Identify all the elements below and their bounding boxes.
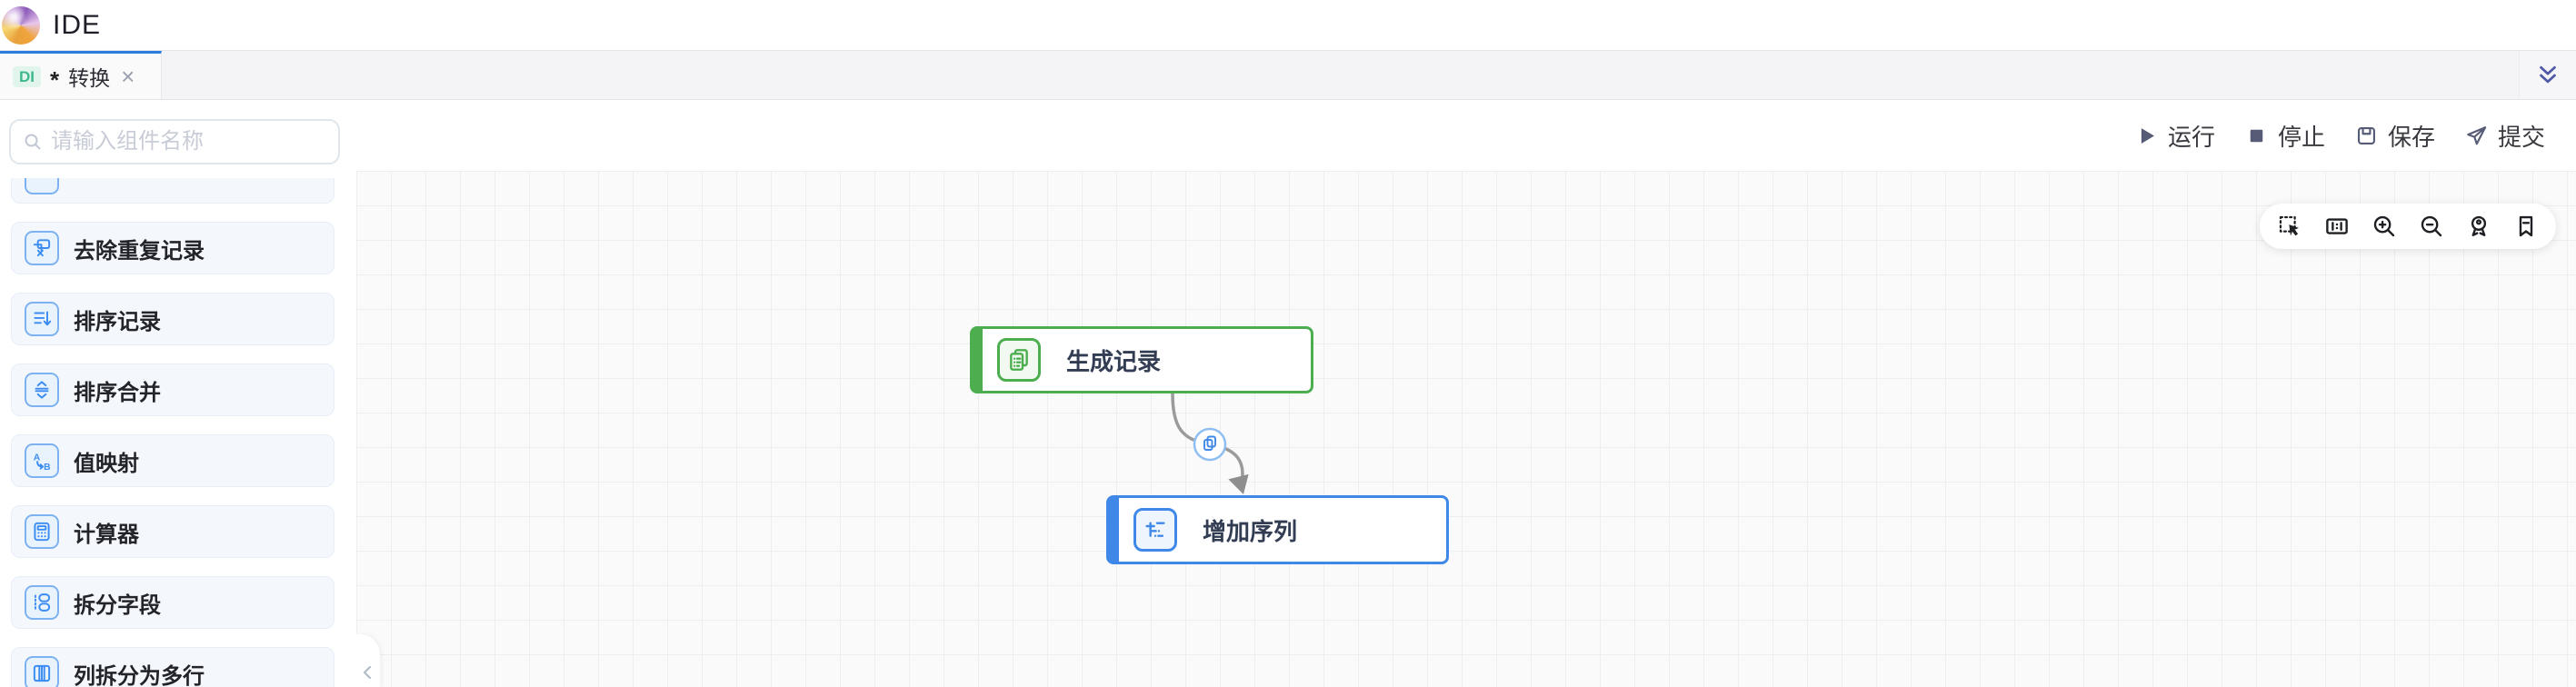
- component-label: 计算器: [74, 522, 139, 547]
- stop-label: 停止: [2277, 123, 2325, 151]
- editor-area: 运行 停止 保存: [356, 100, 2576, 687]
- send-icon: [2467, 125, 2487, 144]
- search-icon: [25, 134, 41, 150]
- play-icon: [2141, 127, 2154, 144]
- calculator-icon: [25, 514, 59, 549]
- marquee-select-button[interactable]: [2276, 213, 2303, 240]
- split-field-icon: [25, 585, 59, 620]
- stop-button[interactable]: 停止: [2244, 119, 2325, 153]
- column-split-icon: [25, 656, 59, 687]
- edge-layer: [1171, 393, 1249, 494]
- submit-button[interactable]: 提交: [2464, 119, 2545, 153]
- component-sidebar: 去除重复记录 排序记录: [0, 100, 356, 687]
- component-search-box: [9, 119, 340, 164]
- tab-overflow-button[interactable]: [2519, 51, 2576, 99]
- zoom-in-button[interactable]: [2371, 213, 2398, 240]
- save-label: 保存: [2387, 123, 2435, 151]
- node-label: 生成记录: [1066, 347, 1162, 375]
- search-input[interactable]: [51, 129, 315, 154]
- sort-merge-icon: [25, 373, 59, 407]
- tab-transform[interactable]: DI * 转换 ×: [0, 51, 162, 99]
- add-sequence-icon: [1133, 508, 1177, 552]
- app-logo-icon: [2, 5, 40, 45]
- component-label: 排序记录: [74, 309, 161, 334]
- component-label: 列拆分为多行: [74, 663, 205, 687]
- list-item-split-field[interactable]: 拆分字段: [11, 576, 334, 629]
- medal-locate-button[interactable]: [2465, 213, 2492, 240]
- list-item-sort-records[interactable]: 排序记录: [11, 293, 334, 345]
- medal-locate-icon: [2471, 215, 2487, 236]
- tab-close-icon[interactable]: ×: [121, 63, 135, 90]
- submit-label: 提交: [2497, 123, 2545, 151]
- list-item-sort-merge[interactable]: 排序合并: [11, 363, 334, 416]
- flow-canvas[interactable]: 生成记录 增加序列: [356, 171, 2576, 687]
- save-icon: [2357, 126, 2375, 144]
- edge-arrow: [1228, 473, 1249, 494]
- marquee-select-icon: [2279, 215, 2299, 236]
- list-item-column-split[interactable]: 列拆分为多行: [11, 647, 334, 687]
- ratio-1-1-icon: [2326, 218, 2348, 234]
- dedupe-icon: [25, 231, 59, 265]
- list-item-value-map[interactable]: A B 值映射: [11, 434, 334, 487]
- svg-text:A: A: [34, 453, 41, 463]
- zoom-out-button[interactable]: [2418, 213, 2445, 240]
- tab-label: 转换: [68, 66, 111, 90]
- ratio-1-1-button[interactable]: [2323, 213, 2351, 240]
- node-label: 增加序列: [1203, 517, 1298, 545]
- run-toolbar: 运行 停止 保存: [356, 100, 2576, 171]
- zoom-in-icon: [2373, 215, 2395, 237]
- sort-records-icon: [25, 302, 59, 336]
- save-button[interactable]: 保存: [2354, 119, 2435, 153]
- app-header: IDE: [0, 0, 2576, 51]
- bookmark-icon: [2519, 215, 2533, 237]
- chevron-double-down-icon: [2540, 65, 2556, 83]
- component-label: 拆分字段: [74, 592, 161, 618]
- component-label: 去除重复记录: [74, 238, 205, 264]
- copy-icon: [1203, 435, 1216, 451]
- tab-type-badge: DI: [13, 65, 41, 87]
- zoom-out-icon: [2421, 215, 2442, 237]
- run-button[interactable]: 运行: [2134, 119, 2215, 153]
- run-label: 运行: [2167, 123, 2215, 151]
- component-label: 排序合并: [74, 380, 161, 405]
- component-label: 值映射: [74, 451, 139, 476]
- tab-bar: DI * 转换 ×: [0, 51, 2576, 100]
- node-add-sequence[interactable]: 增加序列: [1106, 495, 1449, 564]
- component-list: 去除重复记录 排序记录: [0, 178, 356, 687]
- component-icon: [25, 178, 59, 194]
- canvas-tools-pill: [2260, 204, 2556, 249]
- app-title: IDE: [53, 9, 102, 40]
- list-item-dedupe[interactable]: 去除重复记录: [11, 222, 334, 274]
- unsaved-indicator: *: [50, 66, 60, 95]
- stop-icon: [2250, 129, 2263, 142]
- edge-copy-badge[interactable]: [1193, 427, 1227, 462]
- bookmark-button[interactable]: [2512, 213, 2540, 240]
- generate-records-icon: [997, 338, 1041, 382]
- sidebar-collapse-handle[interactable]: [356, 634, 380, 687]
- list-item-calculator[interactable]: 计算器: [11, 505, 334, 558]
- main-area: 去除重复记录 排序记录: [0, 100, 2576, 687]
- value-map-icon: A B: [25, 443, 59, 478]
- svg-text:B: B: [44, 463, 50, 473]
- chevron-left-icon: [363, 665, 372, 680]
- node-generate-records[interactable]: 生成记录: [970, 326, 1313, 393]
- list-item-partial[interactable]: [11, 178, 334, 204]
